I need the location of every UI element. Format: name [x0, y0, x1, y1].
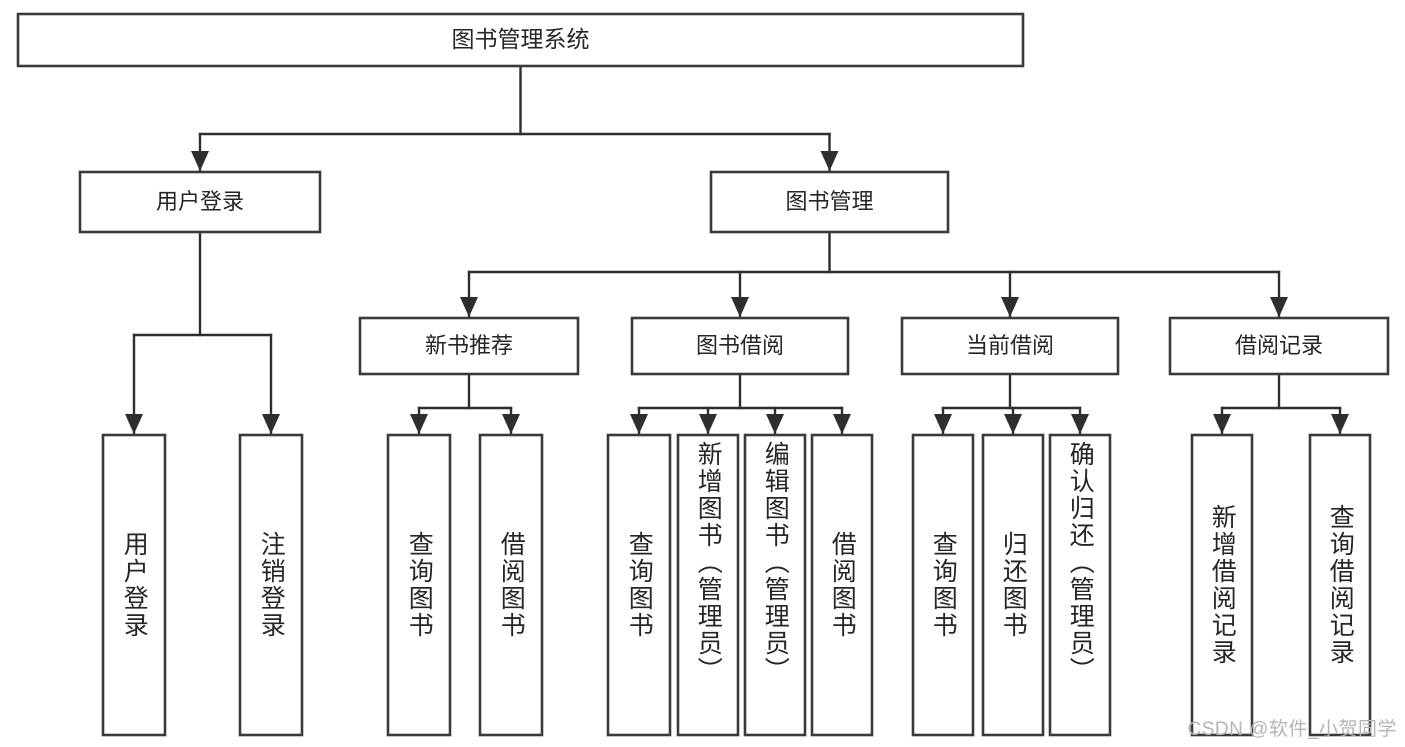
node-box-leaf-借阅记录-0[interactable] — [1190, 433, 1254, 737]
node-label-level2-3: 借阅记录 — [1235, 333, 1323, 358]
arrow-head-icon-leaf-图书借阅-3 — [833, 414, 851, 434]
node-box-leaf-图书借阅-0[interactable] — [606, 433, 672, 737]
arrow-head-icon-leaf-当前借阅-2 — [1071, 414, 1089, 434]
arrow-head-icon-leaf-图书借阅-1 — [699, 414, 717, 434]
node-box-leaf-新书推荐-0[interactable] — [386, 433, 452, 737]
arrow-head-icon-leaf-当前借阅-1 — [1004, 414, 1022, 434]
arrow-head-icon-level2-2 — [1001, 297, 1019, 317]
arrow-head-icon-level2-3 — [1270, 297, 1288, 317]
node-box-level1-0[interactable] — [78, 170, 322, 234]
connectors-layer — [125, 64, 1349, 436]
node-label-level2-0: 新书推荐 — [425, 333, 513, 358]
watermark: CSDN @软件_小贺同学 — [1187, 719, 1397, 740]
node-box-level1-1[interactable] — [709, 170, 950, 234]
node-label-level1-1: 图书管理 — [785, 189, 873, 214]
arrow-head-icon-leaf-图书借阅-2 — [766, 414, 784, 434]
node-box-leaf-当前借阅-0[interactable] — [911, 433, 975, 737]
arrow-head-icon-leaf-当前借阅-0 — [934, 414, 952, 434]
arrow-head-icon-level1-1 — [820, 151, 839, 171]
arrow-head-icon-leaf-新书推荐-1 — [502, 414, 520, 434]
node-box-leaf-新书推荐-1[interactable] — [478, 433, 544, 737]
node-box-level2-1[interactable] — [630, 316, 850, 376]
arrow-head-icon-level1-0 — [191, 151, 209, 171]
node-box-leaf-图书借阅-2[interactable] — [743, 433, 807, 737]
node-label-level2-2: 当前借阅 — [966, 333, 1054, 358]
arrow-head-icon-level2-1 — [731, 297, 749, 317]
node-box-leaf-用户登录-0[interactable] — [101, 433, 167, 737]
node-box-level2-3[interactable] — [1168, 316, 1390, 376]
node-box-leaf-图书借阅-1[interactable] — [676, 433, 740, 737]
node-box-leaf-借阅记录-1[interactable] — [1308, 433, 1372, 737]
node-box-level2-0[interactable] — [358, 316, 580, 376]
node-box-leaf-当前借阅-2[interactable] — [1048, 433, 1112, 737]
arrow-head-icon-leaf-用户登录-0 — [125, 414, 143, 434]
node-box-root[interactable] — [16, 12, 1025, 68]
node-box-leaf-用户登录-1[interactable] — [238, 433, 304, 737]
arrow-head-icon-leaf-新书推荐-0 — [410, 414, 428, 434]
boxes-layer — [16, 12, 1390, 737]
arrow-head-icon-leaf-用户登录-1 — [262, 414, 280, 434]
node-box-leaf-当前借阅-1[interactable] — [981, 433, 1045, 737]
node-label-root: 图书管理系统 — [452, 26, 590, 52]
node-box-level2-2[interactable] — [900, 316, 1120, 376]
node-label-level2-1: 图书借阅 — [696, 333, 784, 358]
arrow-head-icon-leaf-借阅记录-0 — [1213, 414, 1231, 434]
node-box-leaf-图书借阅-3[interactable] — [810, 433, 874, 737]
arrow-head-icon-leaf-图书借阅-0 — [630, 414, 648, 434]
arrow-head-icon-level2-0 — [460, 297, 478, 317]
node-label-level1-0: 用户登录 — [156, 189, 244, 214]
arrow-head-icon-leaf-借阅记录-1 — [1331, 414, 1349, 434]
